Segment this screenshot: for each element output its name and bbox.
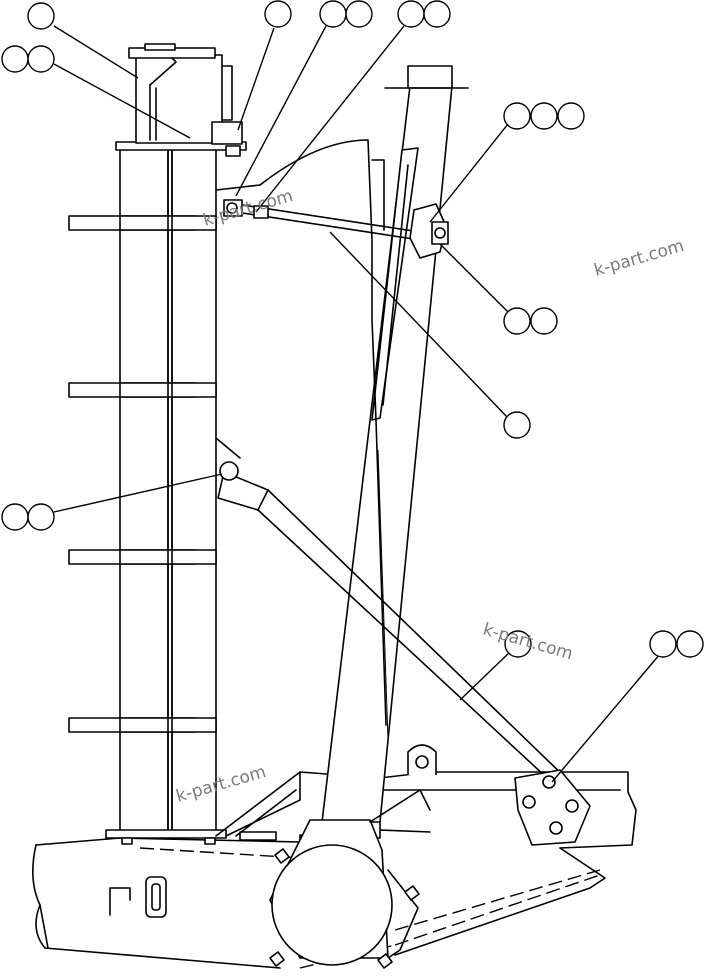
- callout-lower-single[interactable]: [459, 630, 532, 701]
- callouts: [1, 0, 704, 783]
- callout-right-single[interactable]: [329, 231, 531, 439]
- watermark-3: k-part.com: [481, 620, 575, 665]
- callout-right-triple[interactable]: [429, 102, 585, 223]
- vertical-column: [68, 141, 301, 845]
- base-frame: [32, 771, 637, 969]
- inclined-boom: [215, 65, 469, 823]
- callout-lower-right-pair[interactable]: [551, 630, 704, 783]
- callout-right-pair-mid[interactable]: [439, 243, 558, 335]
- callout-top-mid-single[interactable]: [237, 0, 292, 131]
- callout-left-pair-low[interactable]: [1, 473, 223, 531]
- diagonal-brace: [215, 437, 591, 846]
- callout-left-pair[interactable]: [1, 45, 191, 139]
- callout-top-pair-a[interactable]: [235, 0, 373, 197]
- watermark-2: k-part.com: [592, 236, 686, 281]
- callout-top-pair-b[interactable]: [255, 0, 451, 213]
- reservoir-tank: [128, 43, 243, 157]
- tie-rod: [223, 199, 449, 259]
- callout-top-left-single[interactable]: [27, 2, 139, 79]
- pivot-hub: [269, 744, 437, 969]
